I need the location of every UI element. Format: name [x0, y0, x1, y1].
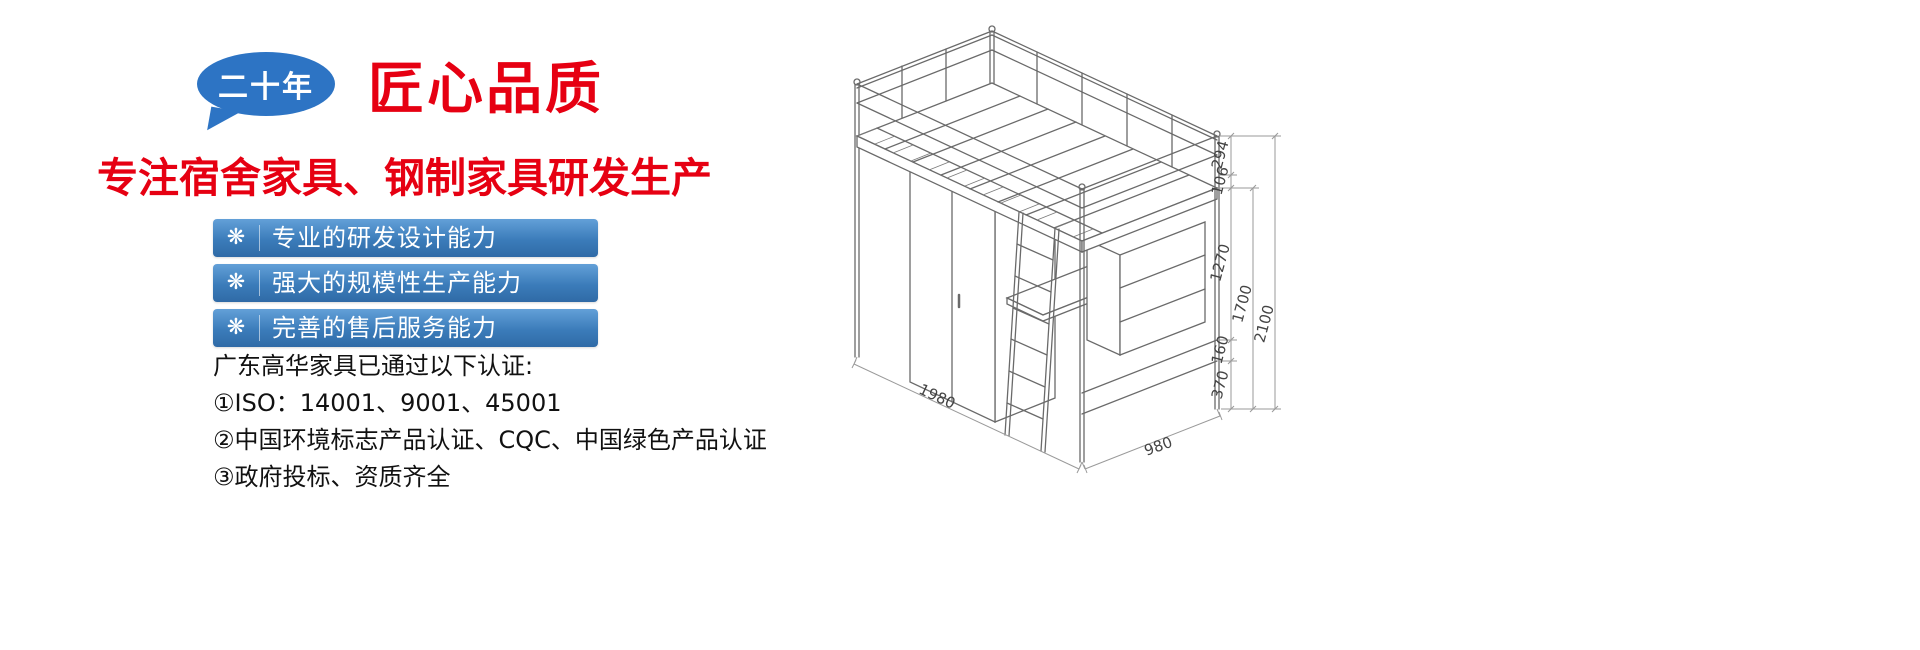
- flower-icon: ❋: [226, 225, 246, 250]
- cert-item: ①ISO：14001、9001、45001: [213, 389, 562, 417]
- badge-text: 二十年: [218, 70, 314, 105]
- loft-bed-technical-drawing: 294 106 1270 160 370 1700 2100 1980 980: [835, 5, 1315, 480]
- page-title: 匠心品质: [368, 57, 604, 122]
- dim-2100: 2100: [1251, 303, 1278, 345]
- feature-list: ❋ 专业的研发设计能力 ❋ 强大的规模性生产能力 ❋ 完善的售后服务能力: [213, 219, 598, 354]
- flower-icon: ❋: [226, 315, 246, 340]
- guard-rails: [856, 30, 1218, 209]
- dim-980: 980: [1142, 433, 1175, 460]
- feature-label: 专业的研发设计能力: [259, 225, 497, 251]
- feature-label: 完善的售后服务能力: [259, 315, 497, 341]
- dim-106: 106: [1208, 165, 1233, 197]
- bubble-tail: [207, 106, 241, 136]
- feature-item: ❋ 专业的研发设计能力: [213, 219, 598, 257]
- cert-item: ②中国环境标志产品认证、CQC、中国绿色产品认证: [213, 426, 767, 454]
- bed-deck: [855, 82, 1219, 254]
- cert-intro: 广东高华家具已通过以下认证:: [213, 352, 534, 380]
- flower-icon: ❋: [226, 270, 246, 295]
- open-shelf: [1086, 221, 1206, 357]
- cert-item: ③政府投标、资质齐全: [213, 463, 451, 491]
- feature-item: ❋ 强大的规模性生产能力: [213, 264, 598, 302]
- dimension-lines: [851, 132, 1281, 474]
- certification-list: 广东高华家具已通过以下认证: ①ISO：14001、9001、45001 ②中国…: [213, 354, 767, 502]
- subtitle: 专注宿舍家具、钢制家具研发生产: [97, 154, 712, 202]
- feature-label: 强大的规模性生产能力: [259, 270, 522, 296]
- badge-bubble: 二十年: [197, 52, 335, 136]
- dim-1700: 1700: [1229, 283, 1256, 325]
- ladder: [1004, 211, 1060, 453]
- side-stretchers: [1081, 339, 1218, 415]
- feature-item: ❋ 完善的售后服务能力: [213, 309, 598, 347]
- dim-370: 370: [1208, 369, 1233, 401]
- loft-bed-svg: 294 106 1270 160 370 1700 2100 1980 980: [851, 25, 1281, 474]
- dim-1270: 1270: [1207, 242, 1234, 284]
